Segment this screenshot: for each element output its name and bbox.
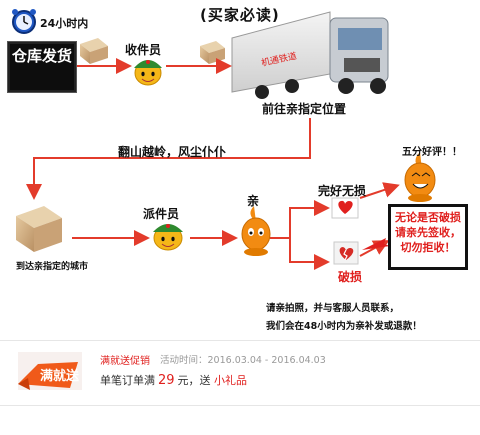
intact-label: 完好无损 xyxy=(318,184,367,198)
promo-date-label: 活动时间： xyxy=(160,355,208,366)
promo-title[interactable]: 满就送促销 xyxy=(100,356,150,367)
promo-gift: 小礼品 xyxy=(214,374,248,387)
heart-parcel-icon xyxy=(331,197,359,219)
arrive-caption: 到达亲指定的城市 xyxy=(16,262,89,272)
parcel-box-icon xyxy=(80,38,108,64)
courier-label: 收件员 xyxy=(125,43,162,57)
warehouse-label: 仓库发货 xyxy=(8,42,76,92)
page-title: (买家必读) xyxy=(200,6,280,24)
warning-arrow xyxy=(362,238,390,250)
flow-arrow xyxy=(270,200,330,239)
promo-badge-shape-icon xyxy=(18,362,78,390)
note-line-1: 请亲拍照，并与客服人员联系， xyxy=(266,303,400,314)
truck-caption: 前往亲指定位置 xyxy=(262,102,347,116)
flow-arrow xyxy=(359,182,400,199)
promo-badge-label: 满就送 xyxy=(40,369,80,384)
truck-icon xyxy=(231,11,389,99)
delivery-mascot-icon xyxy=(153,224,183,251)
parcel-box-icon xyxy=(200,41,225,64)
customer-label: 亲 xyxy=(247,194,260,208)
promo-date-range: 2016.03.04 - 2016.04.03 xyxy=(207,355,326,366)
delivery-time-label: 24小时内 xyxy=(40,17,89,30)
journey-caption: 翻山越岭，风尘仆仆 xyxy=(118,145,227,159)
review-label: 五分好评！！ xyxy=(402,147,462,158)
review-mascot-icon xyxy=(404,152,436,202)
flow-arrow xyxy=(26,118,311,200)
parcel-box-icon xyxy=(16,206,62,252)
flow-arrow xyxy=(289,238,330,270)
promo-badge xyxy=(18,352,82,390)
courier-mascot-icon xyxy=(134,60,162,86)
warning-box: 无论是否破损请亲先签收，切勿拒收！ xyxy=(388,204,468,270)
alarm-clock-icon xyxy=(12,9,36,34)
customer-mascot-icon xyxy=(241,206,271,256)
promo-amount: 29 xyxy=(158,373,175,388)
broken-heart-parcel-icon xyxy=(333,241,359,265)
promo-date: 活动时间：2016.03.04 - 2016.04.03 xyxy=(160,352,326,366)
note-line-2: 我们会在48小时内为亲补发或退款！ xyxy=(266,321,422,332)
damaged-label: 破损 xyxy=(338,270,363,284)
promo-desc-prefix: 单笔订单满 xyxy=(100,374,155,387)
promo-desc-mid: 元，送 xyxy=(177,374,211,387)
delivery-label: 派件员 xyxy=(143,207,180,221)
